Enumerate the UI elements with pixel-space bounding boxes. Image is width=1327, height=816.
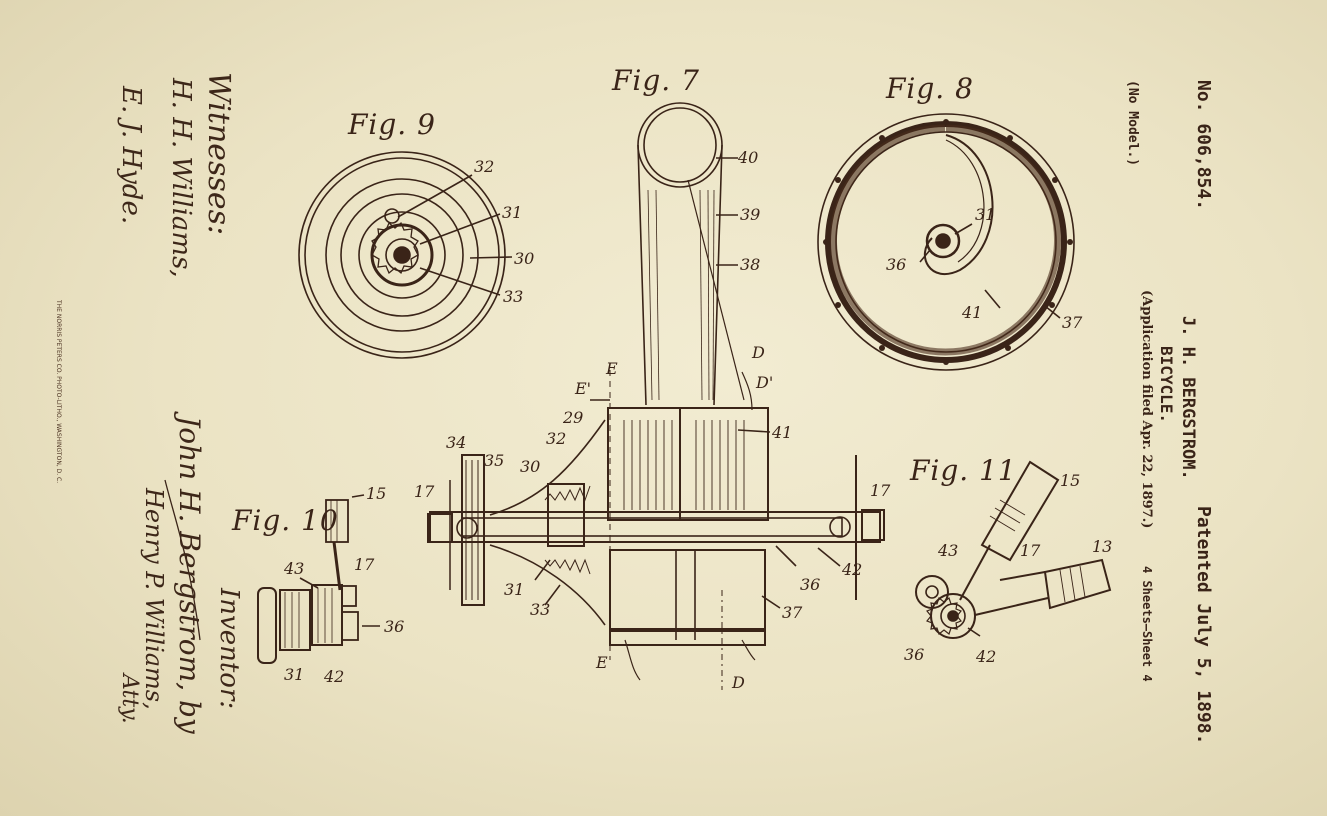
fig11-drawing — [915, 460, 1112, 639]
witness-name: E. J. Hyde. — [116, 86, 146, 225]
ref-label: 34 — [446, 433, 466, 452]
ref-label: 42 — [975, 647, 996, 666]
ref-label: 43 — [283, 559, 304, 578]
ref-label: 39 — [740, 205, 760, 224]
fig10-references: 15 43 17 36 31 42 — [283, 484, 404, 686]
fig11-title: Fig. 11 — [910, 454, 1017, 487]
fig7-references: 40 39 38 D D' E E' 29 32 41 34 35 30 17 … — [414, 148, 891, 692]
fig9-title: Fig. 9 — [348, 108, 436, 141]
ref-label: E — [605, 359, 618, 378]
ref-label: 17 — [870, 481, 891, 500]
ref-label: 43 — [937, 541, 958, 560]
ref-label: 37 — [1062, 313, 1083, 332]
ref-label: 42 — [841, 560, 862, 579]
ref-label: 31 — [502, 203, 522, 222]
ref-label: 41 — [961, 303, 982, 322]
ref-label: E' — [574, 379, 591, 398]
ref-label: 35 — [484, 451, 504, 470]
ref-label: 38 — [740, 255, 760, 274]
ref-label: 36 — [384, 617, 404, 636]
fig8-title: Fig. 8 — [886, 72, 974, 105]
attorney-role: Atty. — [117, 674, 142, 724]
ref-label: 29 — [562, 408, 583, 427]
inventor-heading: Inventor: — [214, 588, 244, 710]
ref-label: D — [751, 343, 765, 362]
ref-label: 17 — [414, 482, 435, 501]
ref-label: 33 — [530, 600, 550, 619]
fig9-drawing — [298, 151, 513, 359]
patent-title: BICYCLE. — [1157, 346, 1176, 424]
witness-name: H. H. Williams, — [166, 78, 196, 278]
fig8-drawing — [817, 113, 1075, 371]
fig7-drawing — [427, 102, 885, 690]
ref-label: 36 — [904, 645, 924, 664]
signature-flourish — [164, 479, 201, 641]
model-note: (No Model.) — [1125, 80, 1140, 167]
ref-label: 15 — [1060, 471, 1080, 490]
ref-label: 33 — [503, 287, 523, 306]
patent-date: Patented July 5, 1898. — [1193, 506, 1214, 745]
inventor-name: J. H. BERGSTROM. — [1178, 316, 1198, 480]
attorney-signature: Henry P. Williams, — [140, 488, 168, 710]
ref-label: E — [595, 653, 608, 672]
fig11-references: 15 17 43 13 36 42 — [904, 471, 1112, 666]
ref-label: 15 — [366, 484, 386, 503]
ref-label: 31 — [975, 205, 995, 224]
fig9-references: 32 31 30 33 — [474, 157, 534, 306]
ref-label: 17 — [354, 555, 375, 574]
ref-label: D' — [755, 373, 773, 392]
ref-label: 32 — [546, 429, 566, 448]
fig10-title: Fig. 10 — [232, 504, 339, 537]
ref-label: 37 — [782, 603, 803, 622]
ref-label: 32 — [474, 157, 494, 176]
ref-label: 17 — [1020, 541, 1041, 560]
fig8-references: 31 36 41 37 — [886, 205, 1083, 332]
fig7-title: Fig. 7 — [612, 64, 700, 97]
ref-label: 13 — [1092, 537, 1112, 556]
ref-label: 30 — [520, 457, 540, 476]
ref-label: 36 — [886, 255, 906, 274]
printer-credit: THE NORRIS PETERS CO. PHOTO-LITHO., WASH… — [55, 300, 62, 484]
ref-label: 42 — [323, 667, 344, 686]
patent-number: No. 606,854. — [1193, 80, 1214, 211]
ref-label: D — [731, 673, 745, 692]
sheets-note: 4 Sheets—Sheet 4 — [1140, 566, 1154, 682]
ref-label: 41 — [771, 423, 792, 442]
ref-label: 31 — [504, 580, 524, 599]
fig10-drawing — [257, 494, 380, 664]
ref-label: 40 — [737, 148, 758, 167]
application-note: (Application filed Apr. 22, 1897.) — [1139, 290, 1154, 529]
ref-label: 30 — [514, 249, 534, 268]
witnesses-heading: Witnesses: — [201, 72, 236, 236]
inventor-signature: John H. Bergstrom, by — [173, 416, 206, 734]
ref-label: 31 — [284, 665, 304, 684]
ref-label: 36 — [800, 575, 820, 594]
